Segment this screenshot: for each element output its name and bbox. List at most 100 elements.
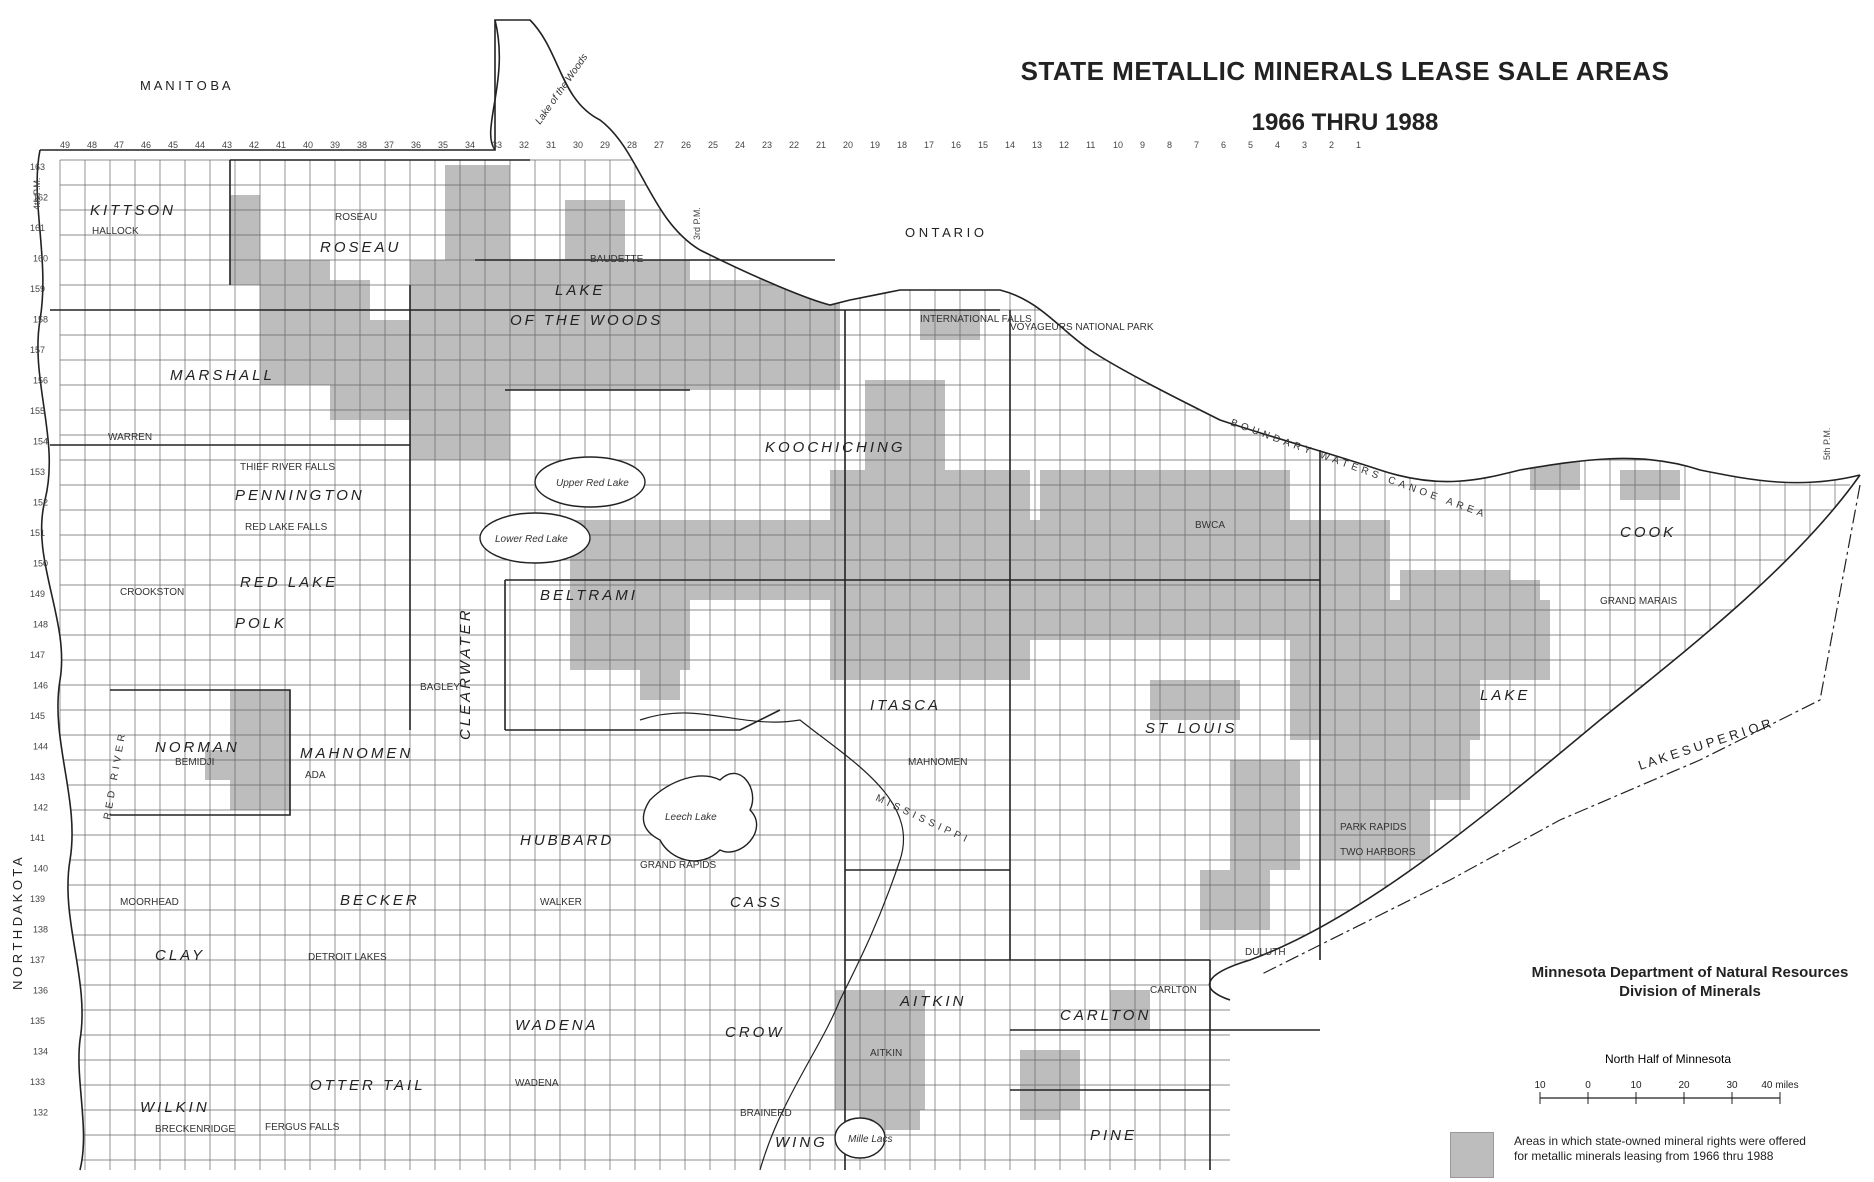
county-label: WING [775, 1134, 828, 1151]
county-label: BELTRAMI [540, 587, 638, 604]
county-label: CLAY [155, 947, 205, 964]
county-label: HUBBARD [520, 832, 614, 849]
county-label: OF THE WOODS [510, 312, 663, 329]
range-number: 39 [330, 140, 340, 150]
township-number: 137 [30, 955, 45, 965]
lease-area [1320, 740, 1470, 800]
legend-swatch [1450, 1132, 1494, 1178]
place-label: WARREN [108, 432, 152, 443]
lake-superior-boundary [1259, 484, 1861, 976]
county-label: CROW [725, 1024, 785, 1041]
county-label: POLK [235, 615, 287, 632]
county-boundaries [50, 159, 1321, 1170]
county-label: KOOCHICHING [765, 439, 906, 456]
label-north-dakota: N O R T H D A K O T A [10, 857, 25, 990]
township-number: 136 [33, 986, 48, 996]
place-label: CROOKSTON [120, 587, 184, 598]
county-label: ITASCA [870, 697, 941, 714]
range-number: 41 [276, 140, 286, 150]
township-number: 134 [33, 1047, 48, 1057]
county-label: CASS [730, 894, 783, 911]
range-number: 18 [897, 140, 907, 150]
township-number: 148 [33, 620, 48, 630]
range-number: 43 [222, 140, 232, 150]
township-number: 163 [30, 162, 45, 172]
range-number: 21 [816, 140, 826, 150]
place-label: CARLTON [1150, 985, 1197, 996]
label-manitoba: M A N I T O B A [140, 78, 231, 93]
lease-area [865, 380, 945, 480]
range-number: 16 [951, 140, 961, 150]
place-label: BAGLEY [420, 682, 460, 693]
place-label: ADA [305, 770, 326, 781]
legend: Areas in which state-owned mineral right… [1450, 1132, 1870, 1178]
place-label: AITKIN [870, 1048, 902, 1059]
range-number: 47 [114, 140, 124, 150]
leech-lake [642, 772, 758, 862]
township-number: 138 [33, 925, 48, 935]
mississippi-river [639, 712, 905, 1171]
county-label: ROSEAU [320, 239, 401, 256]
state-outline [36, 19, 1861, 1171]
place-label: BRAINERD [740, 1108, 792, 1119]
range-number: 38 [357, 140, 367, 150]
lease-area [260, 260, 330, 385]
range-number: 40 [303, 140, 313, 150]
mille-lacs [834, 1117, 886, 1159]
place-label: INTERNATIONAL FALLS [920, 314, 1032, 325]
range-number: 24 [735, 140, 745, 150]
place-label: RED LAKE FALLS [245, 522, 328, 533]
range-number: 29 [600, 140, 610, 150]
water-label: Mille Lacs [848, 1134, 892, 1145]
range-number: 27 [654, 140, 664, 150]
range-number: 1 [1356, 140, 1361, 150]
range-number: 23 [762, 140, 772, 150]
place-label: WADENA [515, 1078, 559, 1089]
county-label: NORMAN [155, 739, 240, 756]
lease-area [1230, 760, 1300, 870]
range-number: 4 [1275, 140, 1280, 150]
map-title: STATE METALLIC MINERALS LEASE SALE AREAS… [1010, 56, 1680, 137]
county-label: WILKIN [140, 1099, 210, 1116]
county-label: CLEARWATER [457, 607, 474, 740]
place-label: ROSEAU [335, 212, 377, 223]
county-label: MAHNOMEN [300, 745, 413, 762]
manitoba-mask [0, 0, 495, 150]
northern-border [40, 19, 1861, 484]
township-number: 152 [33, 498, 48, 508]
title-line1: STATE METALLIC MINERALS LEASE SALE AREAS [1020, 56, 1670, 86]
township-number: 149 [30, 589, 45, 599]
township-number: 151 [30, 528, 45, 538]
title-line2: 1966 THRU 1988 [1251, 109, 1439, 136]
township-number: 144 [33, 742, 48, 752]
place-label: GRAND RAPIDS [640, 860, 716, 871]
red-river [36, 149, 85, 1171]
range-number: 10 [1113, 140, 1123, 150]
lease-area [445, 165, 510, 265]
range-number: 14 [1005, 140, 1015, 150]
county-label: PINE [1090, 1127, 1137, 1144]
county-line [505, 709, 781, 731]
county-label: KITTSON [90, 202, 176, 219]
place-label: MOORHEAD [120, 897, 179, 908]
legend-line1: Areas in which state-owned mineral right… [1514, 1134, 1806, 1148]
township-number: 160 [33, 254, 48, 264]
range-number: 19 [870, 140, 880, 150]
township-number: 146 [33, 681, 48, 691]
township-number: 156 [33, 376, 48, 386]
place-label: VOYAGEURS NATIONAL PARK [1010, 322, 1154, 333]
water-label: Leech Lake [665, 812, 717, 823]
county-label: OTTER TAIL [310, 1077, 426, 1094]
township-number: 161 [30, 223, 45, 233]
range-number: 45 [168, 140, 178, 150]
county-label: LAKE [555, 282, 605, 299]
township-number: 162 [33, 193, 48, 203]
legend-line2: for metallic minerals leasing from 1966 … [1514, 1149, 1774, 1163]
township-number: 155 [30, 406, 45, 416]
place-label: DETROIT LAKES [308, 952, 387, 963]
county-label: RED LAKE [240, 574, 338, 591]
range-number: 6 [1221, 140, 1226, 150]
range-number: 26 [681, 140, 691, 150]
place-label: TWO HARBORS [1340, 847, 1416, 858]
